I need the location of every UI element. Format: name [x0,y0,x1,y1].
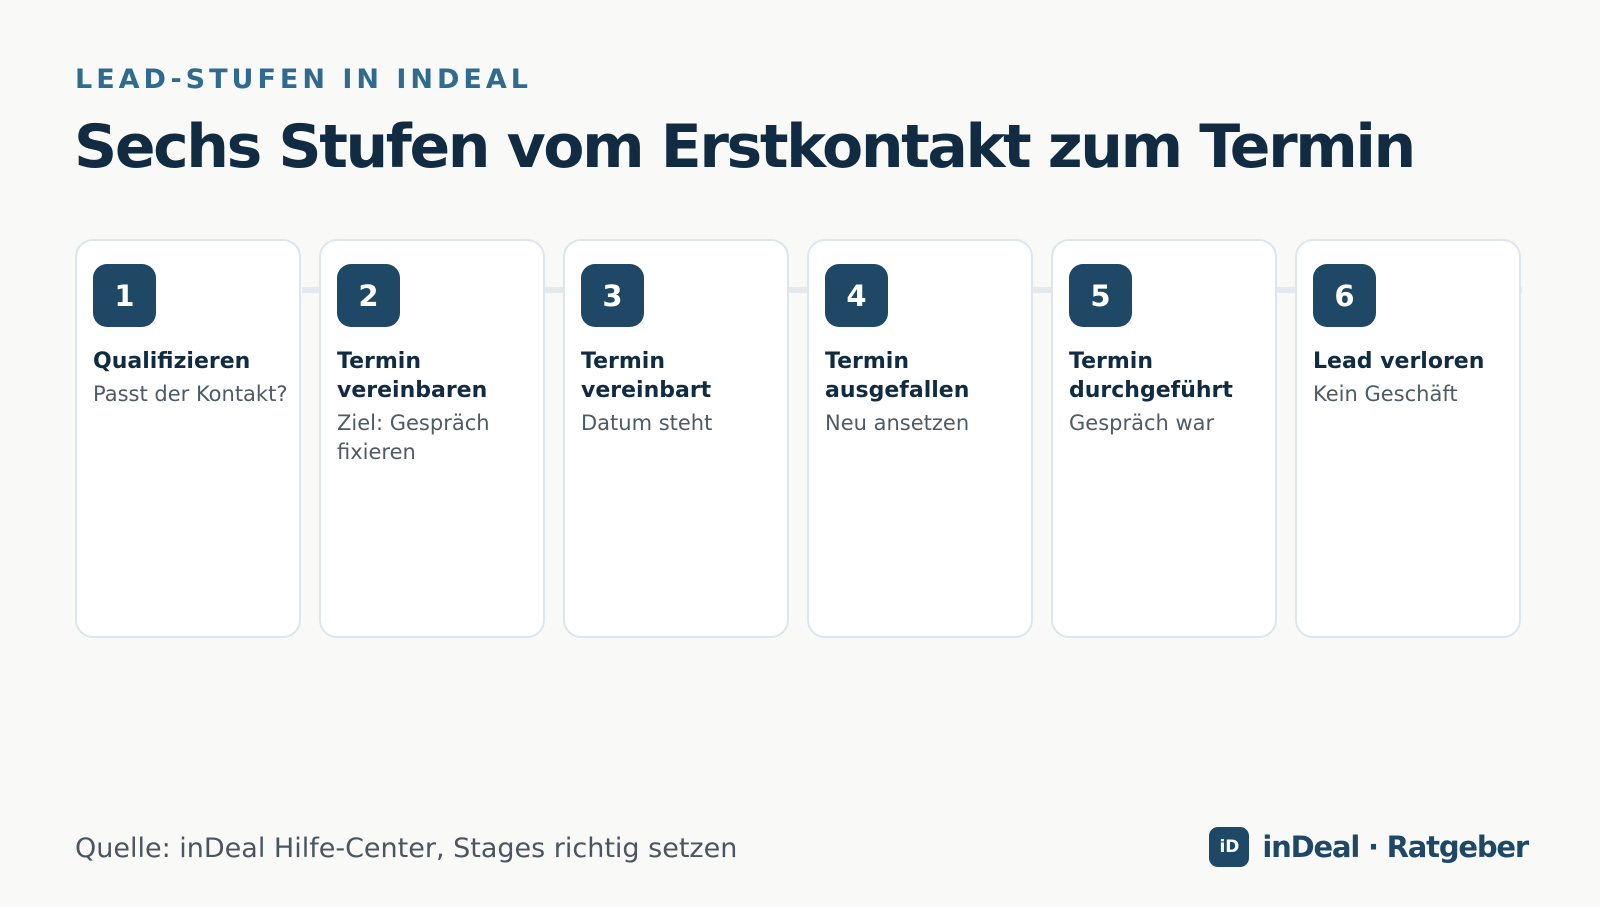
stage-card-5: 5 Termin durchgeführt Gespräch war [1051,239,1277,638]
stage-card-1: 1 Qualifizieren Passt der Kontakt? [75,239,301,638]
stage-number-badge: 3 [581,264,644,327]
brand-name: inDeal · Ratgeber [1262,830,1529,864]
stage-list: 1 Qualifizieren Passt der Kontakt? 2 Ter… [75,239,1525,640]
stage-subtitle: Ziel: Gespräch fixieren [337,411,490,464]
stage-card-2: 2 Termin vereinbaren Ziel: Gespräch fixi… [319,239,545,638]
stage-title: Termin durchgeführt [1069,349,1233,403]
stage-card-3: 3 Termin vereinbart Datum steht [563,239,789,638]
stage-title: Termin ausgefallen [825,349,970,403]
stage-number-badge: 4 [825,264,888,327]
stage-subtitle: Gespräch war [1069,411,1215,435]
stage-number-badge: 5 [1069,264,1132,327]
stage-number-badge: 2 [337,264,400,327]
brand-lockup: iD inDeal · Ratgeber [1209,827,1529,867]
stage-subtitle: Datum steht [581,411,713,435]
stage-title: Qualifizieren [93,349,251,374]
stage-subtitle: Passt der Kontakt? [93,382,288,406]
source-note: Quelle: inDeal Hilfe-Center, Stages rich… [75,833,738,864]
stage-number-badge: 1 [93,264,156,327]
stage-subtitle: Neu ansetzen [825,411,970,435]
stage-title: Termin vereinbart [581,349,712,403]
stage-title: Lead verloren [1313,349,1485,374]
stage-number-badge: 6 [1313,264,1376,327]
brand-logo-icon: iD [1209,827,1250,867]
stage-title: Termin vereinbaren [337,349,488,403]
stage-subtitle: Kein Geschäft [1313,382,1458,406]
page-title: Sechs Stufen vom Erstkontakt zum Termin [74,112,1416,182]
stage-card-4: 4 Termin ausgefallen Neu ansetzen [807,239,1033,638]
stage-card-6: 6 Lead verloren Kein Geschäft [1295,239,1521,638]
eyebrow-label: LEAD-STUFEN IN INDEAL [75,64,532,95]
